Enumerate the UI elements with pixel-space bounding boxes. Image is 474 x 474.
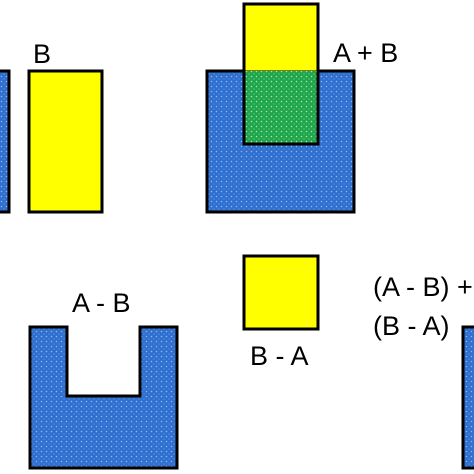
union-intersection-region [244, 71, 318, 144]
b-minus-a-shape [242, 254, 320, 331]
symmetric-difference-label-line1: (A - B) + [373, 272, 473, 302]
set-a-shape [0, 69, 11, 214]
set-b-shape [27, 69, 104, 214]
b-minus-a-label: B - A [250, 341, 309, 371]
union-set-b-part [242, 2, 320, 74]
symmetric-difference-label-line2: (B - A) [373, 311, 450, 341]
set-b-label: B [33, 39, 51, 69]
symmetric-difference-shape [461, 325, 474, 470]
a-minus-b-label: A - B [72, 288, 131, 318]
a-minus-b-shape [28, 325, 179, 470]
a-plus-b-label: A + B [333, 38, 398, 68]
union-intersection-border [242, 71, 320, 146]
